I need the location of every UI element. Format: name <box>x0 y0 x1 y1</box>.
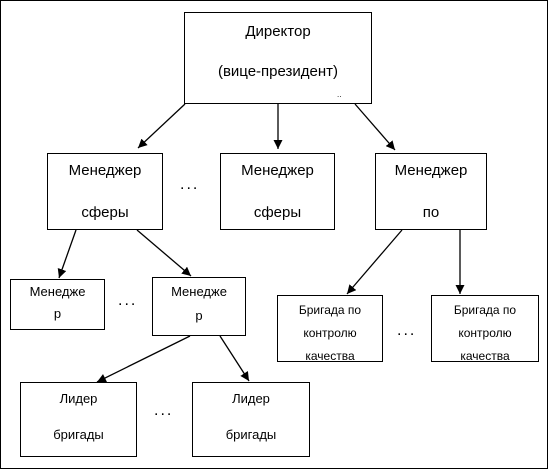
node-manager-center: Менеджер сферы <box>220 153 335 230</box>
edge-manager-left-sub-right <box>136 229 192 277</box>
ellipsis-leaders: ... <box>154 402 174 419</box>
node-brigade-right: Бригада по контролю качества <box>431 295 539 362</box>
node-sub-manager-right: Менедже р <box>152 277 246 336</box>
node-manager-right: Менеджер по <box>375 153 487 230</box>
node-brigade-left-line1: Бригада по <box>298 303 362 317</box>
edge-sub-right-leader-left <box>96 335 191 383</box>
node-manager-left-line1: Менеджер <box>68 162 142 179</box>
node-manager-left-line2: сферы <box>81 204 129 221</box>
node-brigade-left: Бригада по контролю качества <box>277 295 383 362</box>
node-director-line2: (вице-президент) <box>217 63 339 80</box>
node-director: Директор (вице-президент) <box>184 12 372 104</box>
edge-manager-left-sub-left <box>57 229 77 279</box>
node-leader-right-line2: бригады <box>225 427 277 442</box>
node-leader-right: Лидер бригады <box>192 382 310 457</box>
edge-sub-right-leader-right <box>219 335 250 382</box>
node-manager-left: Менеджер сферы <box>47 153 163 230</box>
edge-director-manager-right <box>354 103 396 151</box>
node-sub-manager-left-line2: р <box>53 306 62 321</box>
node-sub-manager-right-line1: Менедже <box>171 284 227 299</box>
node-brigade-left-line2: контролю <box>303 326 357 340</box>
node-manager-right-line1: Менеджер <box>394 162 468 179</box>
node-manager-right-line2: по <box>422 204 440 221</box>
ellipsis-brigades: ... <box>397 322 417 339</box>
node-leader-left-line2: бригады <box>53 427 104 442</box>
node-leader-left: Лидер бригады <box>20 382 137 457</box>
node-manager-center-line2: сферы <box>253 204 302 221</box>
node-brigade-left-line3: качества <box>305 349 355 362</box>
node-sub-manager-left: Менедже р <box>10 279 105 330</box>
edge-manager-right-brigade-left <box>346 229 403 295</box>
node-leader-left-line1: Лидер <box>59 391 98 406</box>
director-mark: .. <box>337 90 342 99</box>
node-leader-right-line1: Лидер <box>232 391 270 406</box>
edge-director-manager-left <box>137 103 186 149</box>
node-brigade-right-line1: Бригада по <box>453 303 517 317</box>
node-director-line1: Директор <box>245 23 311 40</box>
node-sub-manager-left-line1: Менедже <box>29 284 86 299</box>
node-brigade-right-line3: качества <box>460 349 510 362</box>
ellipsis-sub-managers: ... <box>118 292 138 309</box>
ellipsis-managers: ... <box>180 176 200 193</box>
node-sub-manager-right-line2: р <box>195 308 203 323</box>
node-manager-center-line1: Менеджер <box>241 162 314 179</box>
node-brigade-right-line2: контролю <box>458 326 512 340</box>
